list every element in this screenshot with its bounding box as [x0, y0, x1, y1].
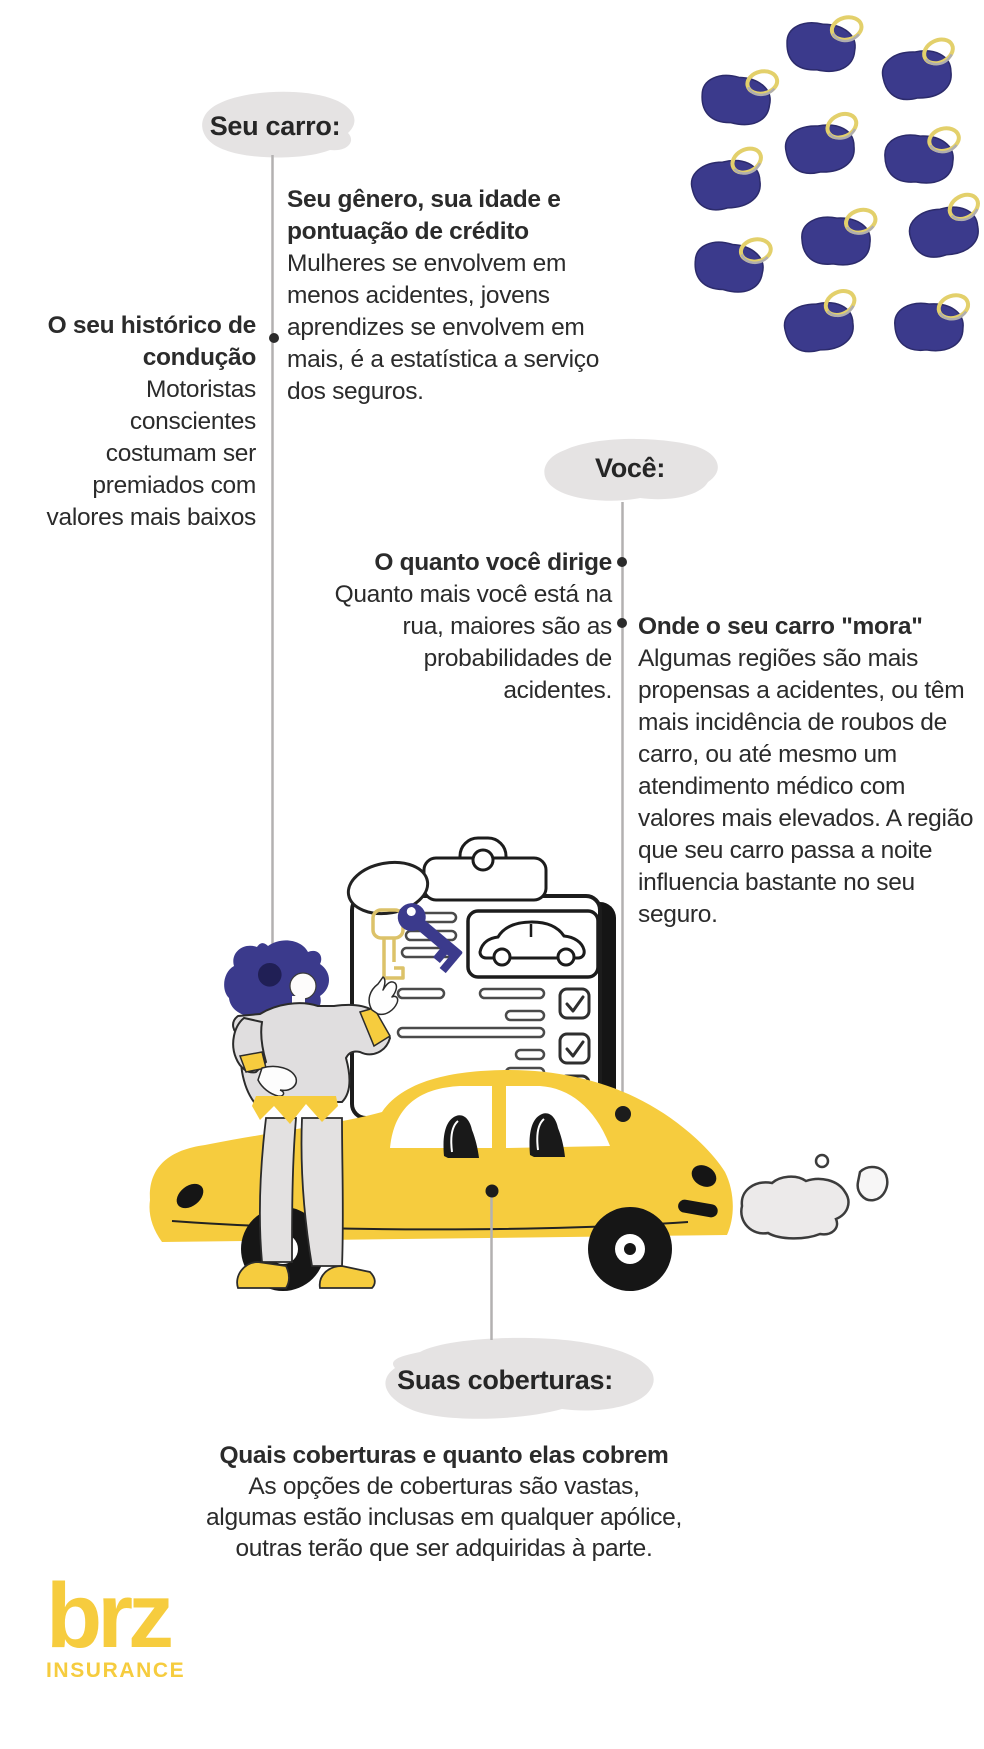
bullet-location [617, 618, 627, 628]
bubble-car: Seu carro: [209, 110, 341, 141]
block-mileage-body: Quanto mais você está na rua, maiores sã… [334, 581, 613, 704]
checkbox-icon [558, 987, 591, 1020]
leg-right [300, 1117, 344, 1267]
tail-light-icon [176, 1183, 204, 1209]
keyring-icon [346, 860, 430, 916]
checkbox-icon [558, 1032, 591, 1065]
block-history-body: Motoristas conscientes costumam ser prem… [46, 376, 257, 531]
bubble-coverages: Suas coberturas: [397, 1364, 613, 1395]
headlight-icon [691, 1165, 717, 1187]
block-location: Onde o seu carro "mora" Algumas regiões … [638, 611, 978, 931]
car-illustration [149, 1070, 733, 1291]
car-photo-box [466, 909, 600, 979]
shoe-left [236, 1261, 290, 1289]
marker-dot-door [485, 1184, 499, 1198]
block-mileage: O quanto você dirige Quanto mais você es… [330, 547, 613, 707]
block-gender-body: Mulheres se envolvem em menos acidentes,… [287, 250, 600, 405]
hand-raised [368, 976, 399, 1016]
block-gender-title: Seu gênero, sua idade e pontuação de cré… [287, 186, 561, 245]
hair-knot [258, 962, 282, 987]
shoe-right [318, 1265, 376, 1289]
skirt [252, 1096, 338, 1124]
bumper-icon [678, 1199, 718, 1218]
hand-hip [257, 1065, 298, 1097]
woman-illustration [224, 940, 399, 1289]
blue-key-icon [397, 903, 463, 974]
block-coverages: Quais coberturas e quanto elas cobrem As… [204, 1440, 684, 1564]
leg-left [259, 1117, 297, 1263]
brz-logo: brz INSURANCE [46, 1565, 186, 1683]
bubble-coverages-blob [385, 1337, 654, 1419]
bullet-history [269, 333, 279, 343]
cuff-right [358, 1007, 392, 1048]
bubble-you: Você: [594, 452, 666, 483]
bubble-you-blob [544, 438, 718, 501]
face [289, 972, 317, 1000]
block-history-title: O seu histórico de condução [47, 312, 257, 371]
block-coverages-title: Quais coberturas e quanto elas cobrem [219, 1442, 669, 1469]
bean-pattern [685, 2, 984, 356]
front-wheel-icon [588, 1207, 672, 1291]
marker-dot-hood [615, 1106, 631, 1122]
bullet-mileage [617, 557, 627, 567]
block-location-body: Algumas regiões são mais propensas a aci… [638, 645, 974, 928]
block-gender: Seu gênero, sua idade e pontuação de cré… [287, 184, 643, 408]
brz-logo-subtitle: INSURANCE [46, 1659, 186, 1682]
clipboard-icon [346, 836, 616, 1120]
exhaust-smoke-icon [740, 1153, 889, 1240]
block-mileage-title: O quanto você dirige [374, 549, 612, 576]
block-history: O seu histórico de condução Motoristas c… [22, 310, 257, 534]
brz-logo-wordmark: brz [46, 1565, 174, 1667]
bubble-car-blob [202, 91, 355, 158]
block-location-title: Onde o seu carro "mora" [638, 613, 923, 640]
block-coverages-body: As opções de coberturas são vastas, algu… [205, 1473, 683, 1562]
